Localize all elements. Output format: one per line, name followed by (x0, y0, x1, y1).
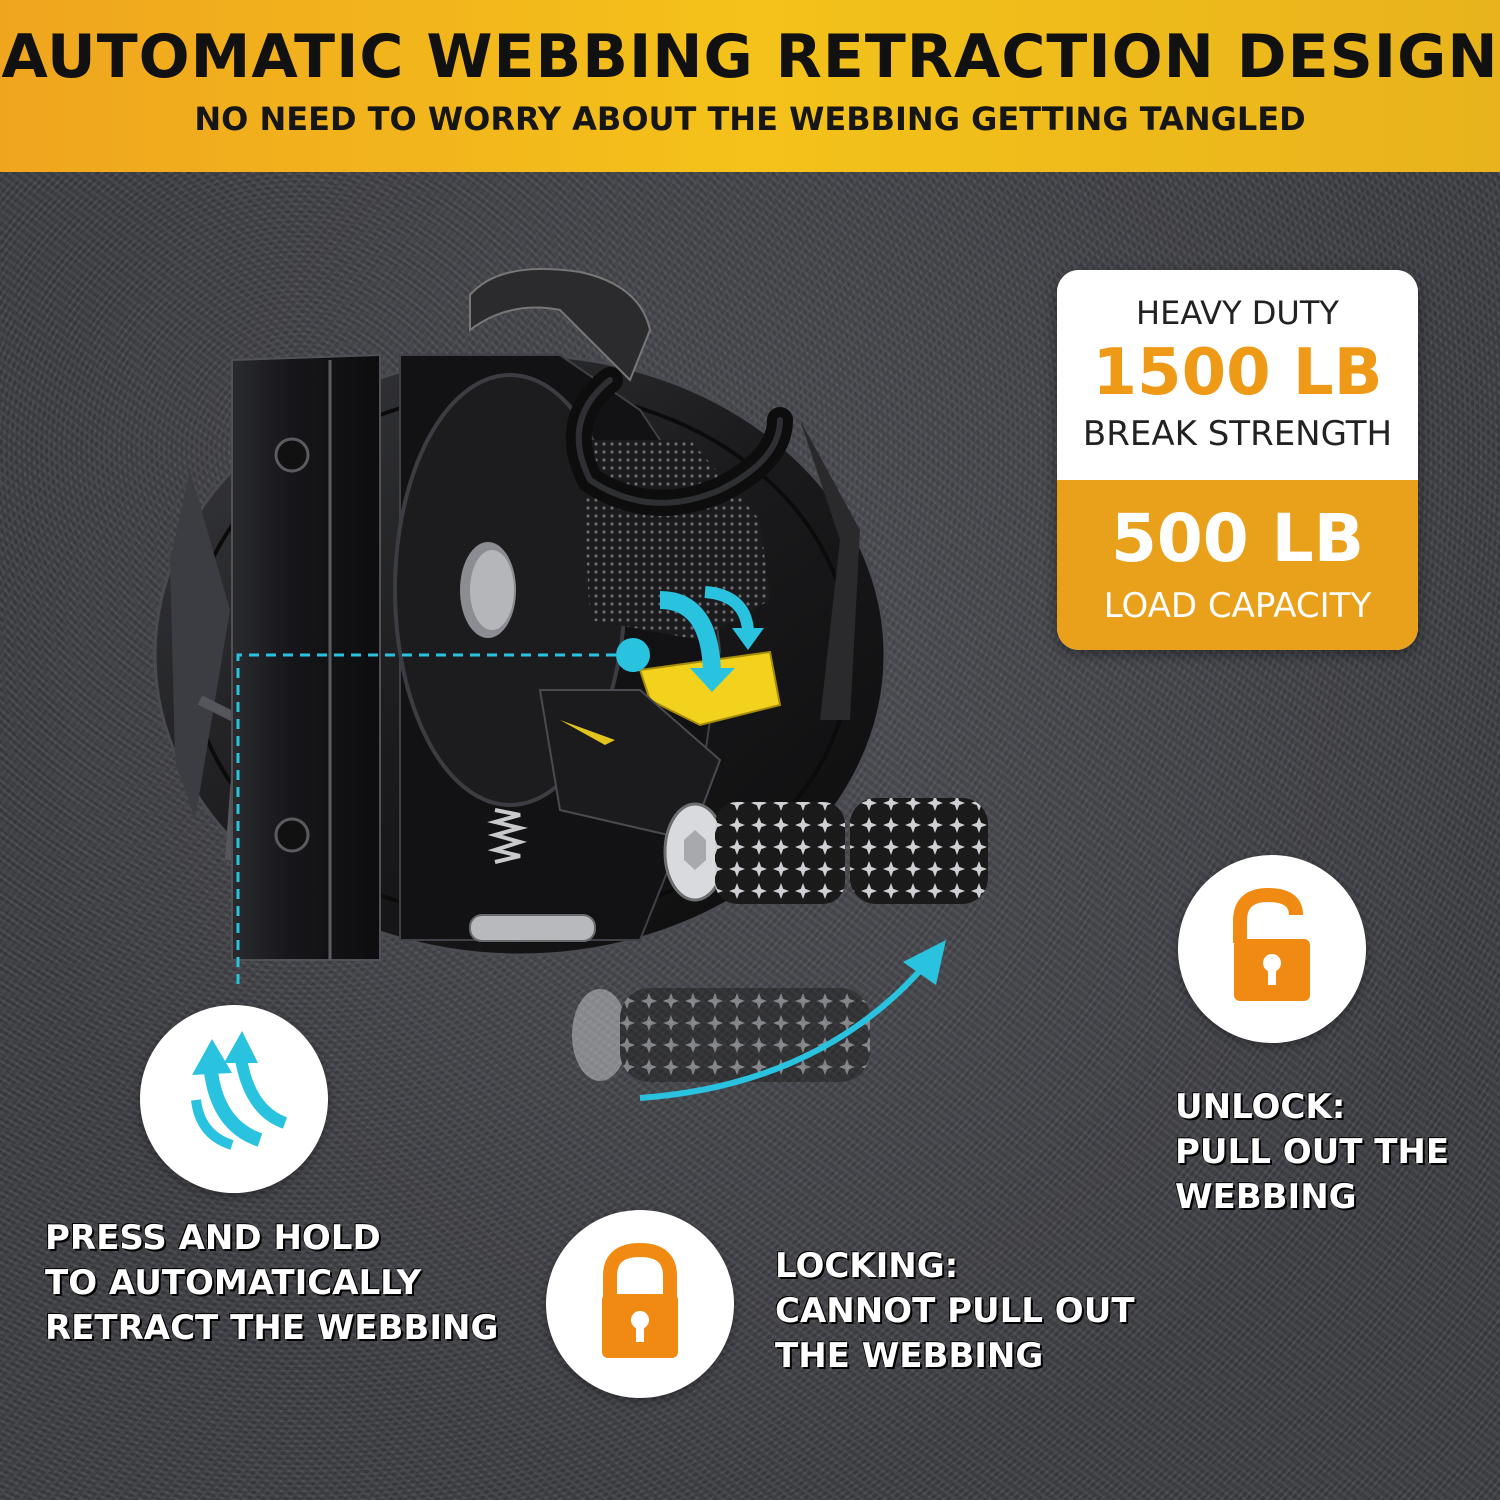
locking-caption-line: THE WEBBING (775, 1336, 1044, 1376)
retract-caption: PRESS AND HOLD TO AUTOMATICALLY RETRACT … (45, 1216, 498, 1351)
locked-padlock-icon (602, 1242, 678, 1358)
break-strength-value: 1500 LB (1092, 336, 1383, 410)
header-banner: AUTOMATIC WEBBING RETRACTION DESIGN NO N… (0, 0, 1500, 172)
release-spring (469, 808, 596, 942)
release-handle-ghost (572, 988, 870, 1082)
retract-caption-line: PRESS AND HOLD (45, 1218, 381, 1258)
break-strength-label: BREAK STRENGTH (1082, 414, 1393, 454)
webbing-strap (469, 267, 793, 516)
unlock-caption: UNLOCK: PULL OUT THE WEBBING (1175, 1085, 1449, 1220)
load-capacity-label: LOAD CAPACITY (1103, 586, 1372, 626)
spec-heading: HEAVY DUTY (1136, 294, 1339, 332)
banner-title: AUTOMATIC WEBBING RETRACTION DESIGN (1, 22, 1499, 92)
retract-icon-circle (140, 1005, 328, 1193)
unlock-caption-line: WEBBING (1175, 1177, 1357, 1217)
break-strength-section: HEAVY DUTY 1500 LB BREAK STRENGTH (1057, 270, 1418, 480)
locking-caption-line: CANNOT PULL OUT (775, 1291, 1135, 1331)
retract-caption-line: TO AUTOMATICALLY (45, 1263, 422, 1303)
mount-plate (231, 353, 381, 961)
unlocked-padlock-icon (1233, 887, 1310, 1001)
banner-subtitle: NO NEED TO WORRY ABOUT THE WEBBING GETTI… (194, 100, 1306, 138)
unlock-icon-circle (1178, 855, 1366, 1043)
load-capacity-value: 500 LB (1110, 500, 1365, 577)
locking-caption-line: LOCKING: (775, 1246, 959, 1286)
unlock-caption-line: UNLOCK: (1175, 1087, 1346, 1127)
motion-arrows (639, 586, 946, 1101)
retract-button-pointer (236, 638, 650, 985)
load-capacity-section: 500 LB LOAD CAPACITY (1057, 480, 1418, 650)
unlock-caption-line: PULL OUT THE (1175, 1132, 1450, 1172)
release-handle (663, 798, 988, 904)
spec-card: HEAVY DUTY 1500 LB BREAK STRENGTH 500 LB… (1057, 270, 1418, 650)
retract-arrows-icon (191, 1031, 288, 1150)
lock-icon-circle (546, 1210, 734, 1398)
locking-caption: LOCKING: CANNOT PULL OUT THE WEBBING (775, 1244, 1135, 1379)
retract-caption-line: RETRACT THE WEBBING (45, 1308, 499, 1348)
